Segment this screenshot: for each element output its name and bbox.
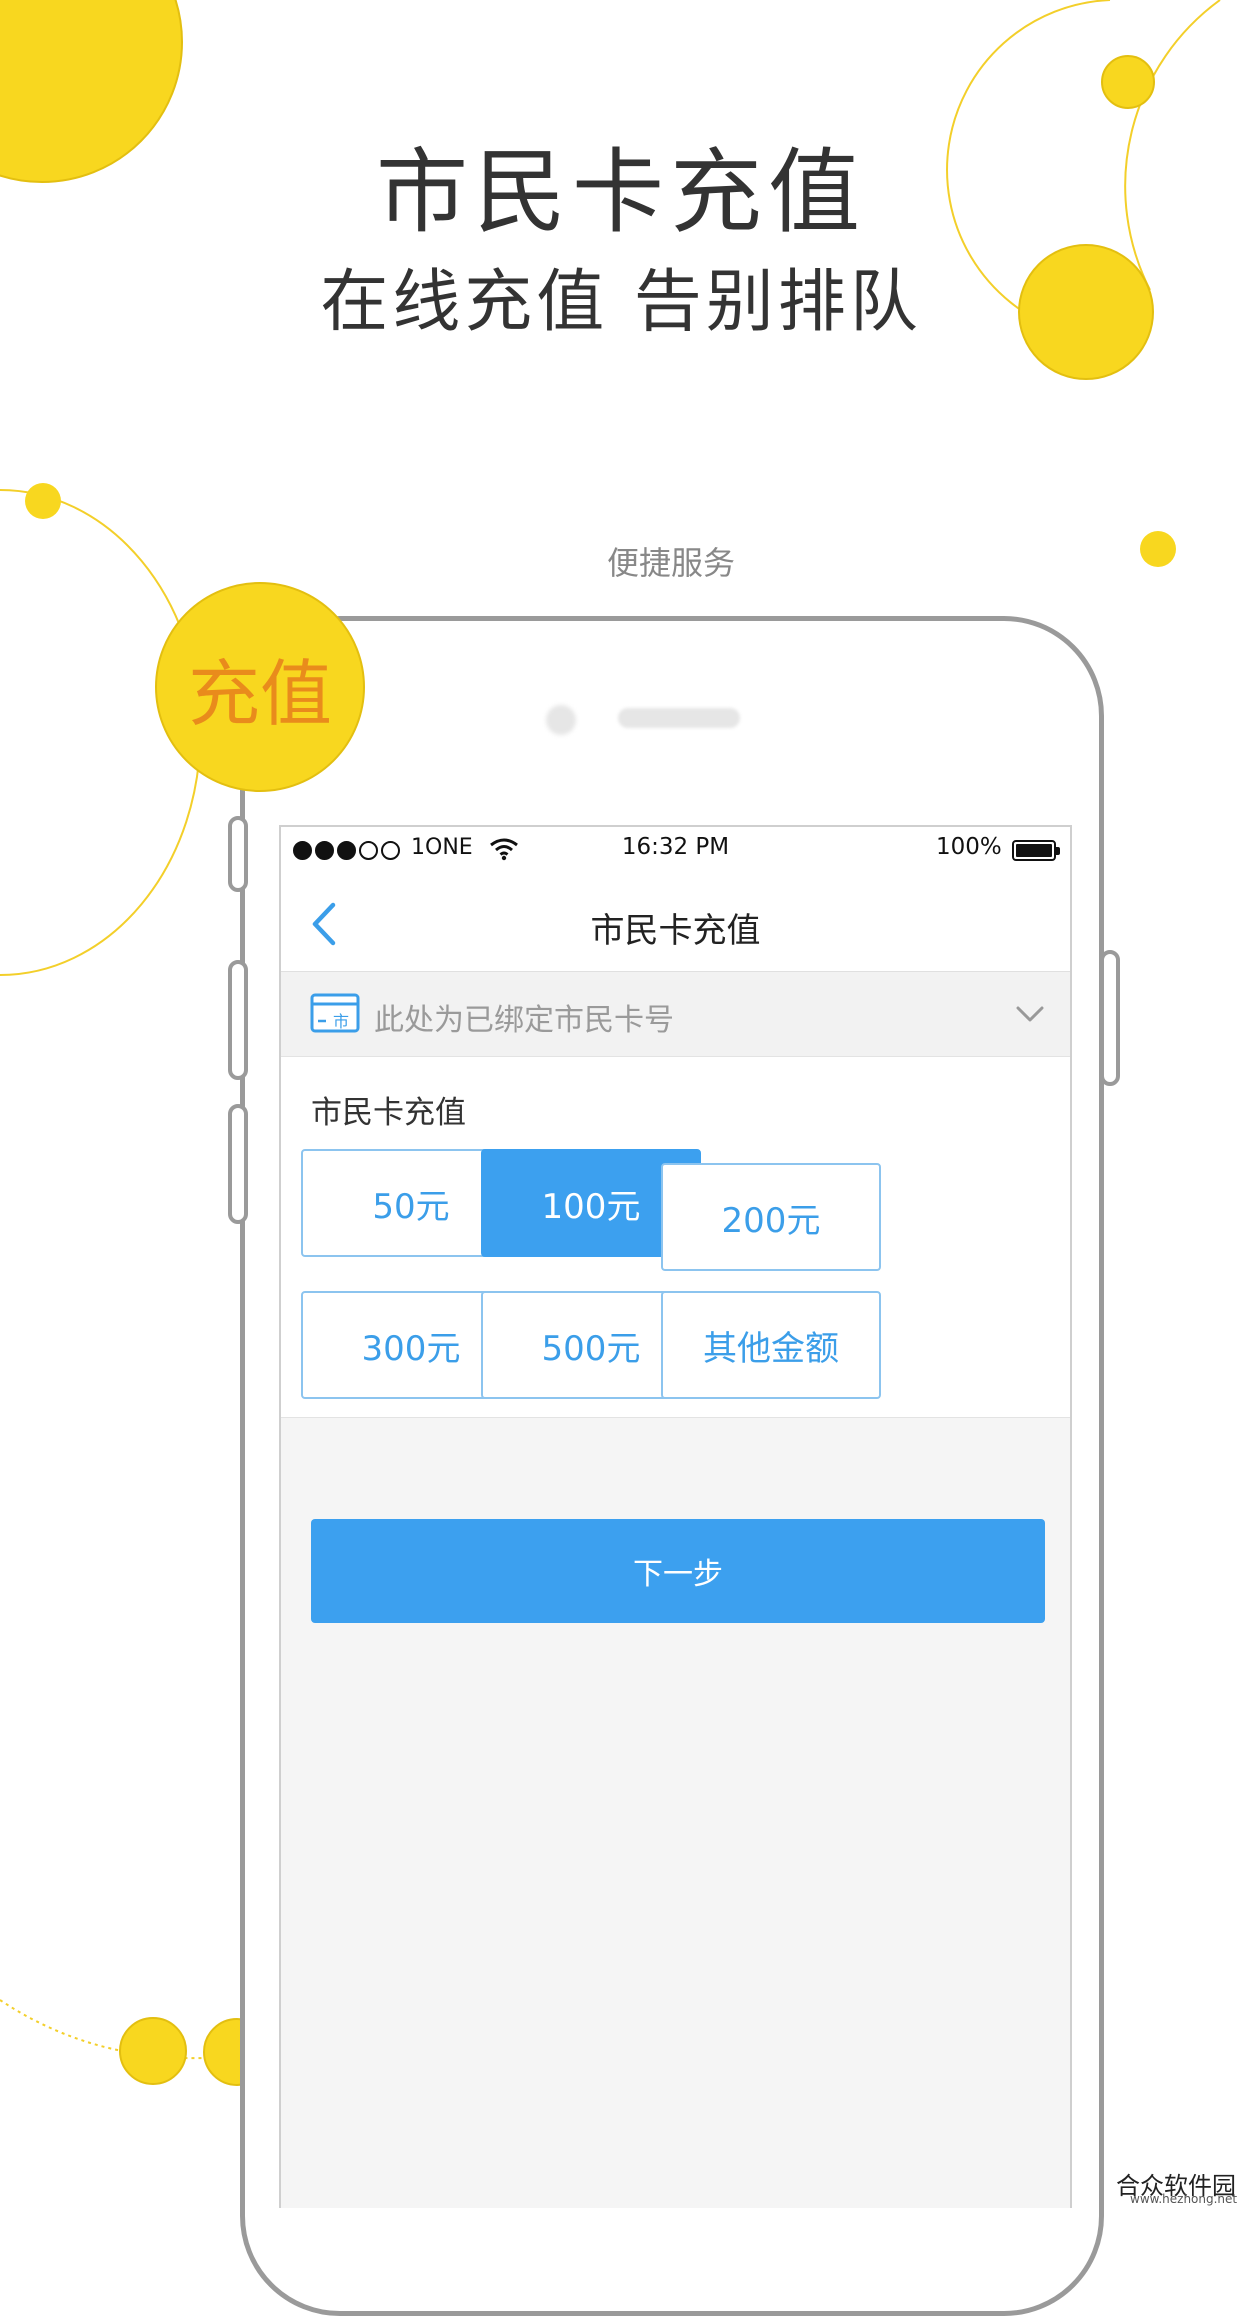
amount-option-other[interactable]: 其他金额: [661, 1291, 881, 1399]
status-time: 16:32 PM: [621, 834, 730, 860]
phone-mute-switch: [228, 816, 248, 892]
watermark-url: www.hezhong.net: [1130, 2192, 1238, 2206]
promo-subtitle: 在线充值 告别排队: [320, 263, 922, 342]
back-chevron-icon[interactable]: [305, 901, 345, 947]
signal-strength-icon: [293, 841, 400, 860]
battery-percentage: 100%: [936, 834, 1002, 860]
navigation-bar: 市民卡充值: [281, 875, 1070, 972]
watermark-name: 合众软件园: [1116, 2172, 1236, 2200]
phone-volume-down: [228, 1104, 248, 1224]
card-selector[interactable]: 市 此处为已绑定市民卡号: [281, 972, 1070, 1057]
amount-option-200[interactable]: 200元: [661, 1163, 881, 1271]
recharge-badge: 充值: [155, 582, 365, 792]
card-icon-label: 市: [333, 1012, 349, 1031]
carrier-name: 1ONE: [411, 835, 473, 860]
nav-title: 市民卡充值: [590, 911, 761, 951]
chevron-down-icon[interactable]: [1015, 1004, 1045, 1024]
card-number-placeholder: 此处为已绑定市民卡号: [374, 1003, 674, 1038]
deco-dotted-arc-bottom: [0, 1999, 281, 2060]
deco-circle-small-top: [1101, 55, 1155, 109]
wifi-icon: [490, 838, 518, 861]
next-step-button[interactable]: 下一步: [311, 1519, 1045, 1623]
battery-icon: [1012, 840, 1060, 861]
section-label: 便捷服务: [606, 544, 735, 582]
promo-title: 市民卡充值: [375, 139, 866, 246]
phone-power-button: [1100, 950, 1120, 1086]
status-bar: 1ONE 16:32 PM 100%: [281, 827, 1070, 875]
citizen-card-icon: 市: [310, 993, 360, 1033]
deco-dot-left: [25, 483, 61, 519]
phone-speaker: [618, 708, 740, 728]
phone-camera: [546, 705, 576, 735]
phone-screen: 1ONE 16:32 PM 100% 市民卡充值 市 此处为已绑定市民卡号 市民…: [279, 825, 1072, 2208]
deco-circle-bottom-1: [119, 2017, 187, 2085]
amount-section: 市民卡充值 50元 100元 200元 300元 500元 其他金额: [281, 1057, 1070, 1418]
phone-volume-up: [228, 960, 248, 1080]
amount-section-title: 市民卡充值: [311, 1095, 466, 1131]
